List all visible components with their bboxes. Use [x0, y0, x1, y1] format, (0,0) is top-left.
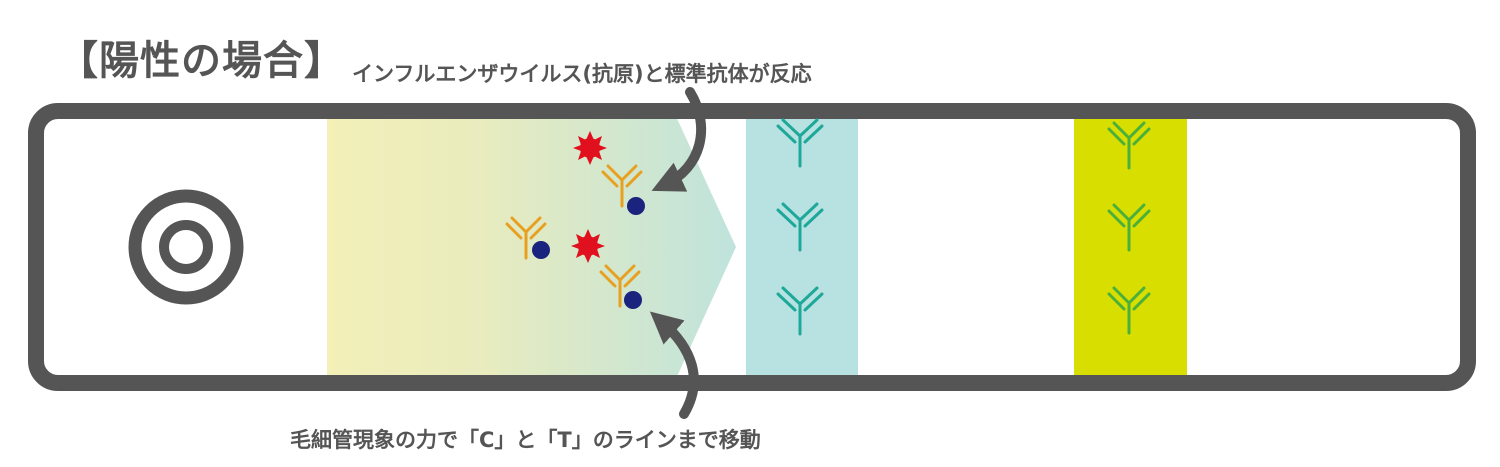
arrow-capillary-flow	[649, 311, 699, 419]
test-strip-frame	[28, 103, 1476, 391]
labeled-antibody-free	[505, 216, 550, 260]
sample-well-icon	[128, 189, 244, 305]
gold-particle	[532, 241, 550, 259]
arrow-antigen-reaction	[651, 87, 707, 192]
gold-particle	[627, 197, 645, 215]
annotation-capillary-flow: 毛細管現象の力で「C」と「T」のラインまで移動	[290, 428, 761, 452]
antibody-virus-complex-2	[571, 229, 642, 309]
gold-particle	[624, 291, 642, 309]
antibody-virus-complex-1	[573, 131, 645, 215]
page-title: 【陽性の場合】	[58, 38, 345, 84]
test-line-band	[746, 112, 858, 383]
annotation-antigen-reaction: インフルエンザウイルス(抗原)と標準抗体が反応	[352, 62, 812, 86]
